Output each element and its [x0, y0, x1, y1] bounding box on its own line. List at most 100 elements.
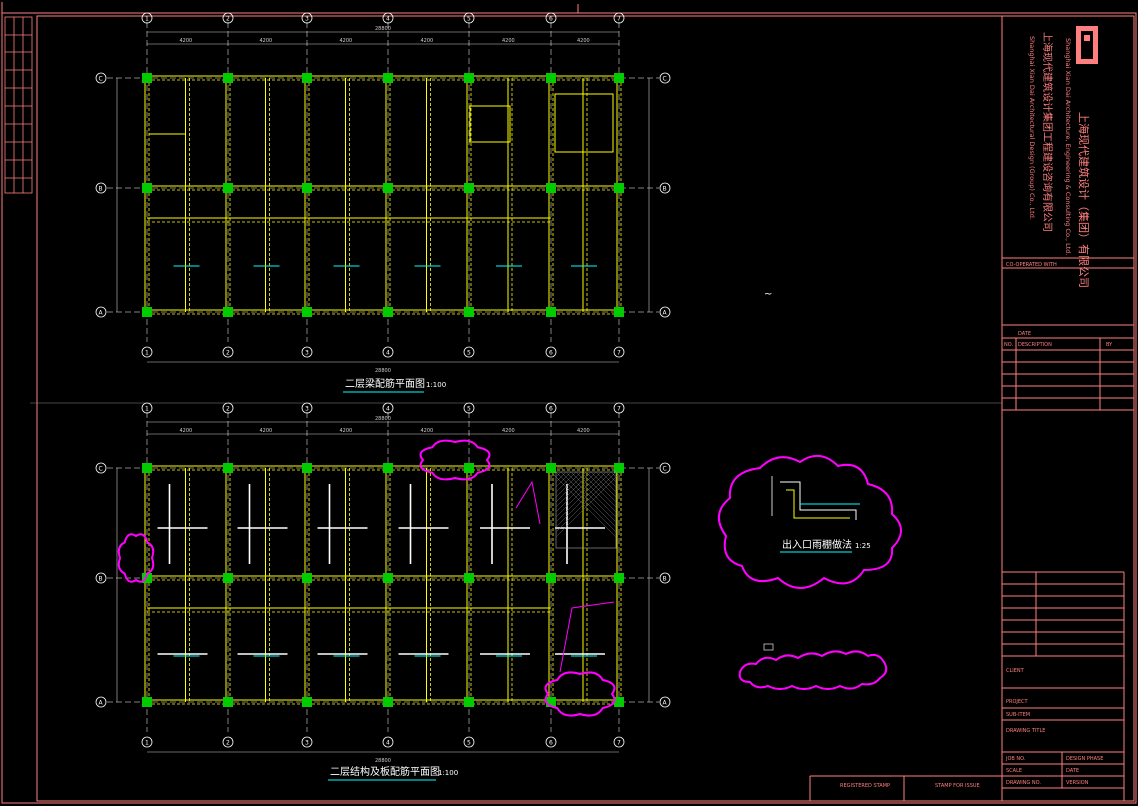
- grid-bubble-label: 4: [386, 16, 390, 23]
- label-sub-item: SUB-ITEM: [1006, 712, 1030, 718]
- column: [302, 463, 312, 473]
- column: [614, 73, 624, 83]
- column: [302, 183, 312, 193]
- grid-bubble: [613, 736, 625, 748]
- grid-bubble: [659, 572, 671, 584]
- top-plan-title: 二层梁配筋平面图: [345, 377, 425, 390]
- bottom-plan-scale: 1:100: [438, 769, 458, 777]
- revision-cloud-small: [738, 650, 888, 690]
- grid-bubble: [545, 736, 557, 748]
- cloud-leader: [515, 480, 541, 525]
- grid-bubble: [382, 12, 394, 24]
- grid-bubble-label: 3: [305, 740, 309, 747]
- column: [302, 573, 312, 583]
- dim-total-bottom: 28800: [375, 368, 391, 374]
- dim-bay: 4200: [260, 428, 273, 434]
- grid-bubble-label: C: [663, 76, 667, 83]
- column: [223, 307, 233, 317]
- title-block: [809, 16, 1134, 801]
- grid-bubble-label: C: [99, 466, 103, 473]
- grid-bubble: [613, 12, 625, 24]
- label-scale: SCALE: [1006, 768, 1022, 774]
- label-job-no: JOB NO.: [1005, 756, 1026, 762]
- label-registered-stamp: REGISTERED STAMP: [840, 783, 890, 789]
- column: [546, 463, 556, 473]
- label-drawing-title: DRAWING TITLE: [1006, 728, 1045, 734]
- plan-titles: 二层梁配筋平面图 1:100 二层结构及板配筋平面图 1:100: [328, 377, 458, 781]
- grid-bubble-label: 5: [467, 350, 471, 357]
- canopy-title: 出入口雨棚做法: [782, 538, 852, 551]
- grid-bubble-label: 6: [549, 406, 553, 413]
- column: [223, 73, 233, 83]
- grid-bubble: [659, 306, 671, 318]
- mark-glyph: ~: [764, 289, 772, 300]
- grid-bubble: [463, 736, 475, 748]
- column: [546, 697, 556, 707]
- hatch-line: [550, 471, 617, 538]
- company-cn2: 上海现代建筑设计集团工程建设咨询有限公司: [1041, 32, 1054, 232]
- grid-bubble-label: 1: [145, 740, 149, 747]
- grid-bubble-label: B: [663, 576, 667, 583]
- grid-bubble: [95, 572, 107, 584]
- dim-bay: 4200: [340, 428, 353, 434]
- grid-bubble-label: 2: [226, 740, 230, 747]
- dim-bay: 4200: [340, 38, 353, 44]
- dim-total: 28800: [375, 26, 391, 32]
- grid-bubble: [382, 736, 394, 748]
- column: [614, 573, 624, 583]
- grid-bubble: [141, 346, 153, 358]
- column: [546, 573, 556, 583]
- column: [464, 307, 474, 317]
- grid-bubble-label: 5: [467, 16, 471, 23]
- grid-bubble: [382, 346, 394, 358]
- grid-bubble-label: 2: [226, 406, 230, 413]
- grid-bubble-label: 6: [549, 740, 553, 747]
- column: [464, 697, 474, 707]
- dim-bay: 4200: [502, 428, 515, 434]
- grid-bubble-label: 3: [305, 16, 309, 23]
- column: [142, 183, 152, 193]
- grid-bubble: [222, 736, 234, 748]
- grid-bubble: [463, 12, 475, 24]
- label-client: CLIENT: [1006, 668, 1025, 674]
- grid-bubble: [659, 182, 671, 194]
- label-date2: DATE: [1066, 768, 1079, 774]
- grid-bubble: [301, 346, 313, 358]
- company-en: Shanghai Xian Dai Architecture, Engineer…: [1064, 38, 1072, 255]
- column: [142, 463, 152, 473]
- beam-stair-frame: [554, 93, 614, 153]
- grid-bubble-label: 4: [386, 350, 390, 357]
- grid-bubble-label: 2: [226, 350, 230, 357]
- dim-bay: 4200: [180, 38, 193, 44]
- label-version: VERSION: [1066, 780, 1089, 786]
- grid-bubble: [95, 462, 107, 474]
- label-stamp-for-issue: STAMP FOR ISSUE: [935, 783, 980, 789]
- column: [383, 307, 393, 317]
- marker-small: [763, 643, 774, 651]
- grid-bubble: [301, 12, 313, 24]
- grid-bubble: [659, 696, 671, 708]
- column: [383, 463, 393, 473]
- company-en2: Shanghai Xian Dai Architectural Design (…: [1028, 36, 1036, 220]
- grid-bubble: [545, 402, 557, 414]
- column: [142, 697, 152, 707]
- grid-bubble-label: 3: [305, 406, 309, 413]
- grid-bubble-label: 3: [305, 350, 309, 357]
- grid-bubble: [545, 12, 557, 24]
- hatch-line: [555, 471, 617, 533]
- dim-bay: 4200: [421, 38, 434, 44]
- column: [464, 573, 474, 583]
- column: [142, 73, 152, 83]
- grid-bubble-label: 7: [617, 350, 621, 357]
- column: [383, 573, 393, 583]
- grid-bubble-label: 7: [617, 16, 621, 23]
- column: [223, 183, 233, 193]
- company-cn: 上海现代建筑设计（集团）有限公司: [1077, 112, 1091, 288]
- left-revision-strip: [4, 16, 33, 194]
- grid-bubble-label: A: [663, 700, 668, 707]
- column: [464, 183, 474, 193]
- label-description: DESCRIPTION: [1018, 342, 1052, 348]
